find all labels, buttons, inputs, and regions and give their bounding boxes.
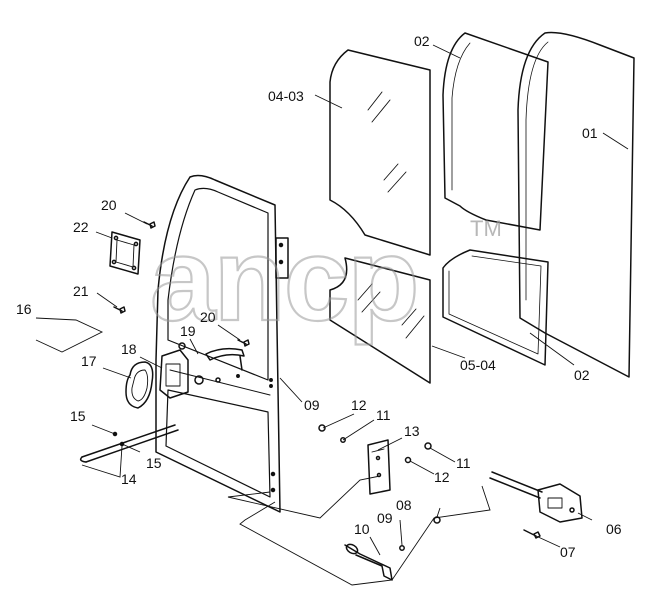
bolt-07 (523, 529, 541, 539)
label-22: 22 (73, 219, 89, 235)
outer-handle-19 (205, 347, 245, 361)
label-17: 17 (81, 353, 97, 369)
nut-12-upper (318, 424, 326, 432)
label-08: 08 (396, 497, 412, 513)
label-20-lower: 20 (200, 309, 216, 325)
label-19: 19 (180, 323, 196, 339)
label-02-upper: 02 (414, 33, 430, 49)
label-15-upper: 15 (70, 408, 86, 424)
washer-11-upper (340, 437, 346, 443)
label-10: 10 (354, 521, 370, 537)
label-04-03: 04-03 (268, 88, 304, 104)
door-frame-09 (155, 174, 281, 513)
label-07: 07 (560, 544, 576, 560)
door-hinge (275, 237, 289, 279)
svg-text:TM: TM (470, 216, 502, 241)
label-01: 01 (582, 125, 598, 141)
label-09-washer: 09 (377, 510, 393, 526)
latch-06 (489, 471, 543, 499)
plate-22 (109, 231, 141, 275)
label-06: 06 (606, 521, 622, 537)
part-labels: 01 02 02 04-03 05-04 06 07 08 09 09 10 1… (16, 33, 622, 560)
svg-text:ancp: ancp (150, 214, 417, 346)
label-13: 13 (404, 423, 420, 439)
label-09-door: 09 (304, 397, 320, 413)
label-21: 21 (73, 283, 89, 299)
label-12-lower: 12 (434, 469, 450, 485)
label-15-lower: 15 (146, 455, 162, 471)
washer-09 (399, 545, 405, 551)
label-11-lower: 11 (456, 455, 471, 471)
rod-14 (81, 424, 179, 463)
label-18: 18 (121, 341, 137, 357)
watermark: ancp TM (149, 213, 502, 347)
bolt-21 (113, 306, 126, 314)
hinge-13 (367, 439, 391, 495)
glass-02-upper (442, 32, 549, 231)
inner-handle-17 (125, 361, 154, 409)
label-14: 14 (121, 471, 137, 487)
glass-02-lower (442, 249, 549, 366)
label-11-upper: 11 (376, 407, 391, 423)
bolt-20-lower (237, 339, 250, 347)
release-10 (344, 544, 393, 581)
glass-04-03 (329, 49, 431, 256)
label-20-upper: 20 (101, 197, 117, 213)
label-12-upper: 12 (351, 397, 367, 413)
label-05-04: 05-04 (460, 357, 496, 373)
lock-18 (159, 349, 189, 399)
washer-11-lower (404, 456, 412, 464)
nut-12-lower (424, 442, 432, 450)
label-16: 16 (16, 301, 32, 317)
label-02-lower: 02 (574, 367, 590, 383)
glass-05-04 (329, 257, 431, 384)
glass-01 (517, 31, 635, 378)
